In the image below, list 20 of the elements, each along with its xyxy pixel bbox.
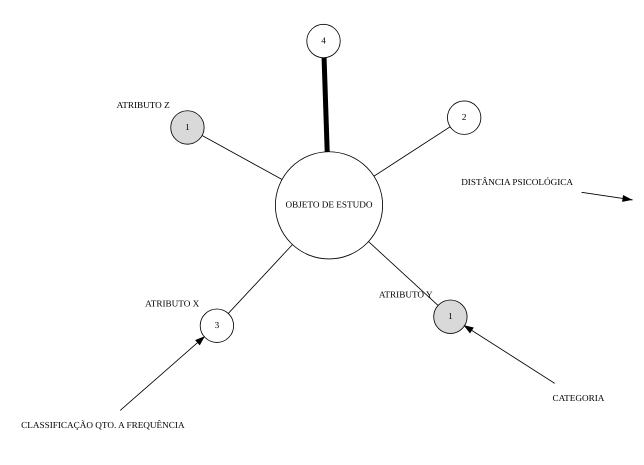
node-circle: 1 bbox=[170, 110, 205, 145]
arrow bbox=[463, 325, 556, 384]
node-label: ATRIBUTO Z bbox=[116, 100, 170, 110]
node-circle: 1 bbox=[433, 300, 468, 334]
node-circle: 4 bbox=[306, 24, 341, 58]
node-text: CATEGORIA bbox=[552, 392, 604, 403]
node-label: ATRIBUTO Y bbox=[378, 289, 433, 300]
connector bbox=[228, 244, 293, 314]
arrow bbox=[581, 192, 632, 202]
connector bbox=[368, 241, 438, 306]
connector bbox=[374, 126, 450, 177]
node-circle: 2 bbox=[447, 100, 482, 135]
connector bbox=[322, 58, 330, 152]
node-label: ATRIBUTO X bbox=[145, 298, 200, 308]
arrow bbox=[120, 336, 205, 411]
node-circle: 3 bbox=[200, 308, 234, 343]
node-circle: OBJETO DE ESTUDO bbox=[274, 151, 383, 260]
connector bbox=[202, 135, 282, 180]
node-text: CLASSIFICAÇÃO QTO. A FREQUÊNCIA bbox=[21, 420, 185, 430]
node-text: DISTÂNCIA PSICOLÓGICA bbox=[461, 177, 574, 188]
